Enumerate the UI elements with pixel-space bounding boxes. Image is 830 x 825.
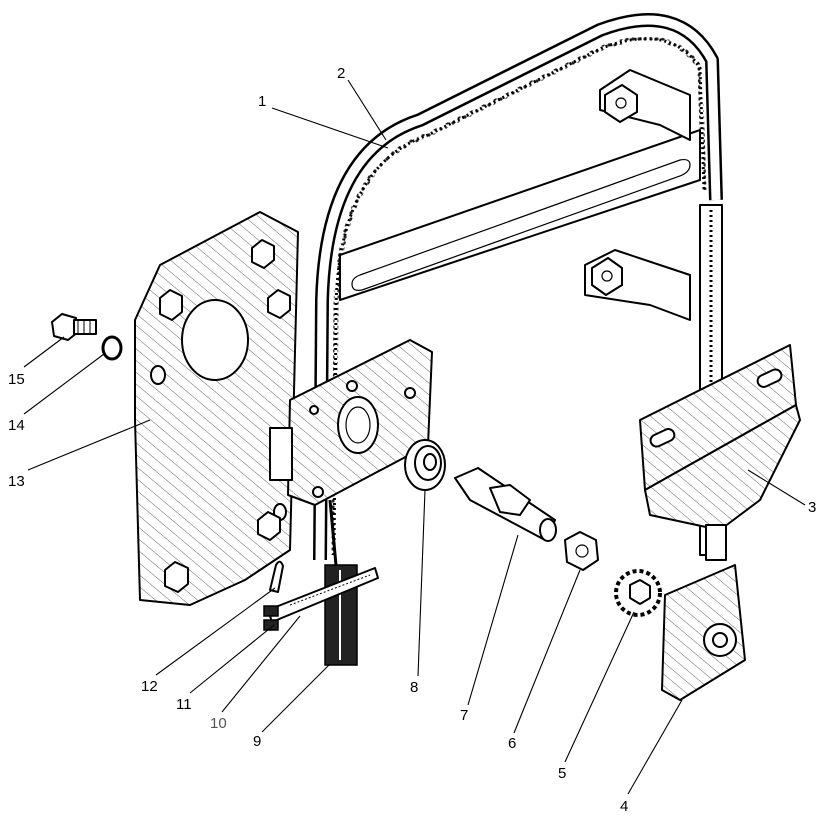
split-pin <box>269 560 284 593</box>
leader-11 <box>189 624 275 694</box>
slotted-crossbar <box>339 129 701 301</box>
leader-5 <box>564 611 635 763</box>
leader-9 <box>261 663 331 733</box>
callout-14: 14 <box>8 417 25 434</box>
callout-6: 6 <box>508 735 516 752</box>
callout-3: 3 <box>808 499 816 516</box>
leader-14 <box>23 353 105 415</box>
leader-13 <box>27 419 151 471</box>
callout-10: 10 <box>210 715 227 732</box>
leader-12 <box>155 587 276 676</box>
cable-drum <box>404 439 446 491</box>
spring-washer <box>101 335 123 361</box>
bolt <box>51 313 97 341</box>
rail-end <box>705 524 727 561</box>
callout-15: 15 <box>8 371 25 388</box>
callout-5: 5 <box>558 765 566 782</box>
callout-8: 8 <box>410 679 418 696</box>
callout-2: 2 <box>337 65 345 82</box>
upper-bracket <box>599 69 691 141</box>
glass-bracket <box>639 344 801 531</box>
leader-lines <box>23 79 806 795</box>
callout-1: 1 <box>258 93 266 110</box>
callout-13: 13 <box>8 473 25 490</box>
pivot-bracket <box>661 564 746 701</box>
leader-10 <box>221 615 301 713</box>
star-washer <box>614 569 662 617</box>
leader-7 <box>467 534 519 706</box>
tensioner-rod <box>263 567 379 631</box>
leader-6 <box>513 569 581 734</box>
middle-bracket <box>584 249 691 321</box>
callout-labels: 1 2 3 4 5 6 7 8 9 10 11 12 13 14 15 <box>8 65 816 815</box>
drive-housing <box>269 339 433 506</box>
leader-15 <box>23 336 65 368</box>
callout-4: 4 <box>620 798 628 815</box>
mounting-plate <box>134 211 299 606</box>
callout-12: 12 <box>141 678 158 695</box>
guide-rail <box>313 13 723 561</box>
leader-1 <box>271 107 389 149</box>
flange-nut <box>564 531 599 571</box>
callout-9: 9 <box>253 733 261 750</box>
leader-2 <box>347 79 387 141</box>
leader-3 <box>747 469 806 506</box>
callout-7: 7 <box>460 707 468 724</box>
leader-8 <box>417 489 426 677</box>
drive-shaft <box>454 467 557 542</box>
callout-11: 11 <box>176 696 192 713</box>
leader-4 <box>627 699 683 795</box>
